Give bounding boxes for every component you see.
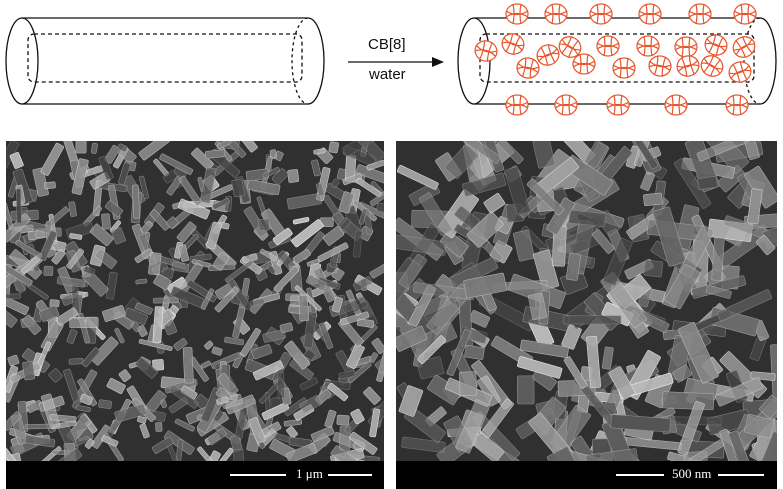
cb8-molecule — [676, 55, 700, 77]
reaction-scheme — [5, 3, 777, 116]
cb8-molecule — [664, 94, 688, 116]
cb8-molecule — [700, 55, 724, 77]
cb8-molecule — [636, 35, 660, 57]
scale-bar-line — [616, 474, 664, 476]
scale-bar-strip: 500 nm — [396, 461, 777, 489]
scale-bar-strip: 1 μm — [6, 461, 384, 489]
sem-image-high-mag: 500 nm — [396, 141, 777, 489]
cb8-molecule — [725, 94, 749, 116]
cb8-molecule — [572, 53, 596, 75]
cb8-molecule — [544, 3, 568, 25]
cb8-molecule — [704, 34, 728, 56]
cb8-molecule — [536, 44, 560, 66]
cb8-molecule — [728, 61, 752, 83]
scale-bar-line — [230, 474, 286, 476]
cb8-molecule — [554, 94, 578, 116]
reaction-arrow — [348, 57, 444, 67]
cb8-molecule — [733, 3, 757, 25]
cb8-molecule — [648, 55, 672, 77]
cb8-molecule — [674, 36, 698, 58]
scale-bar-label: 1 μm — [296, 466, 323, 481]
cb8-molecule — [638, 3, 662, 25]
cb8-molecule — [596, 35, 620, 57]
cb8-molecule — [505, 3, 529, 25]
sem-texture — [6, 141, 384, 461]
reagent-label: CB[8] — [368, 36, 406, 53]
sem-image-low-mag: 1 μm — [6, 141, 384, 489]
solvent-label: water — [369, 66, 406, 83]
cb8-molecule — [516, 57, 540, 79]
scale-bar-line-right — [328, 474, 372, 476]
cb8-molecule — [589, 3, 613, 25]
cb8-molecule — [505, 94, 529, 116]
cb8-molecule — [732, 36, 756, 58]
cb8-molecule — [606, 94, 630, 116]
cb8-molecule — [501, 33, 525, 55]
scale-bar-line-right — [718, 474, 764, 476]
scale-bar-label: 500 nm — [672, 466, 712, 481]
cb8-molecule — [558, 36, 582, 58]
cb8-molecules — [474, 3, 757, 116]
tube-before — [5, 17, 325, 105]
cb8-molecule — [688, 3, 712, 25]
sem-texture — [396, 141, 777, 461]
cb8-molecule — [612, 57, 636, 79]
cb8-molecule — [474, 40, 498, 62]
